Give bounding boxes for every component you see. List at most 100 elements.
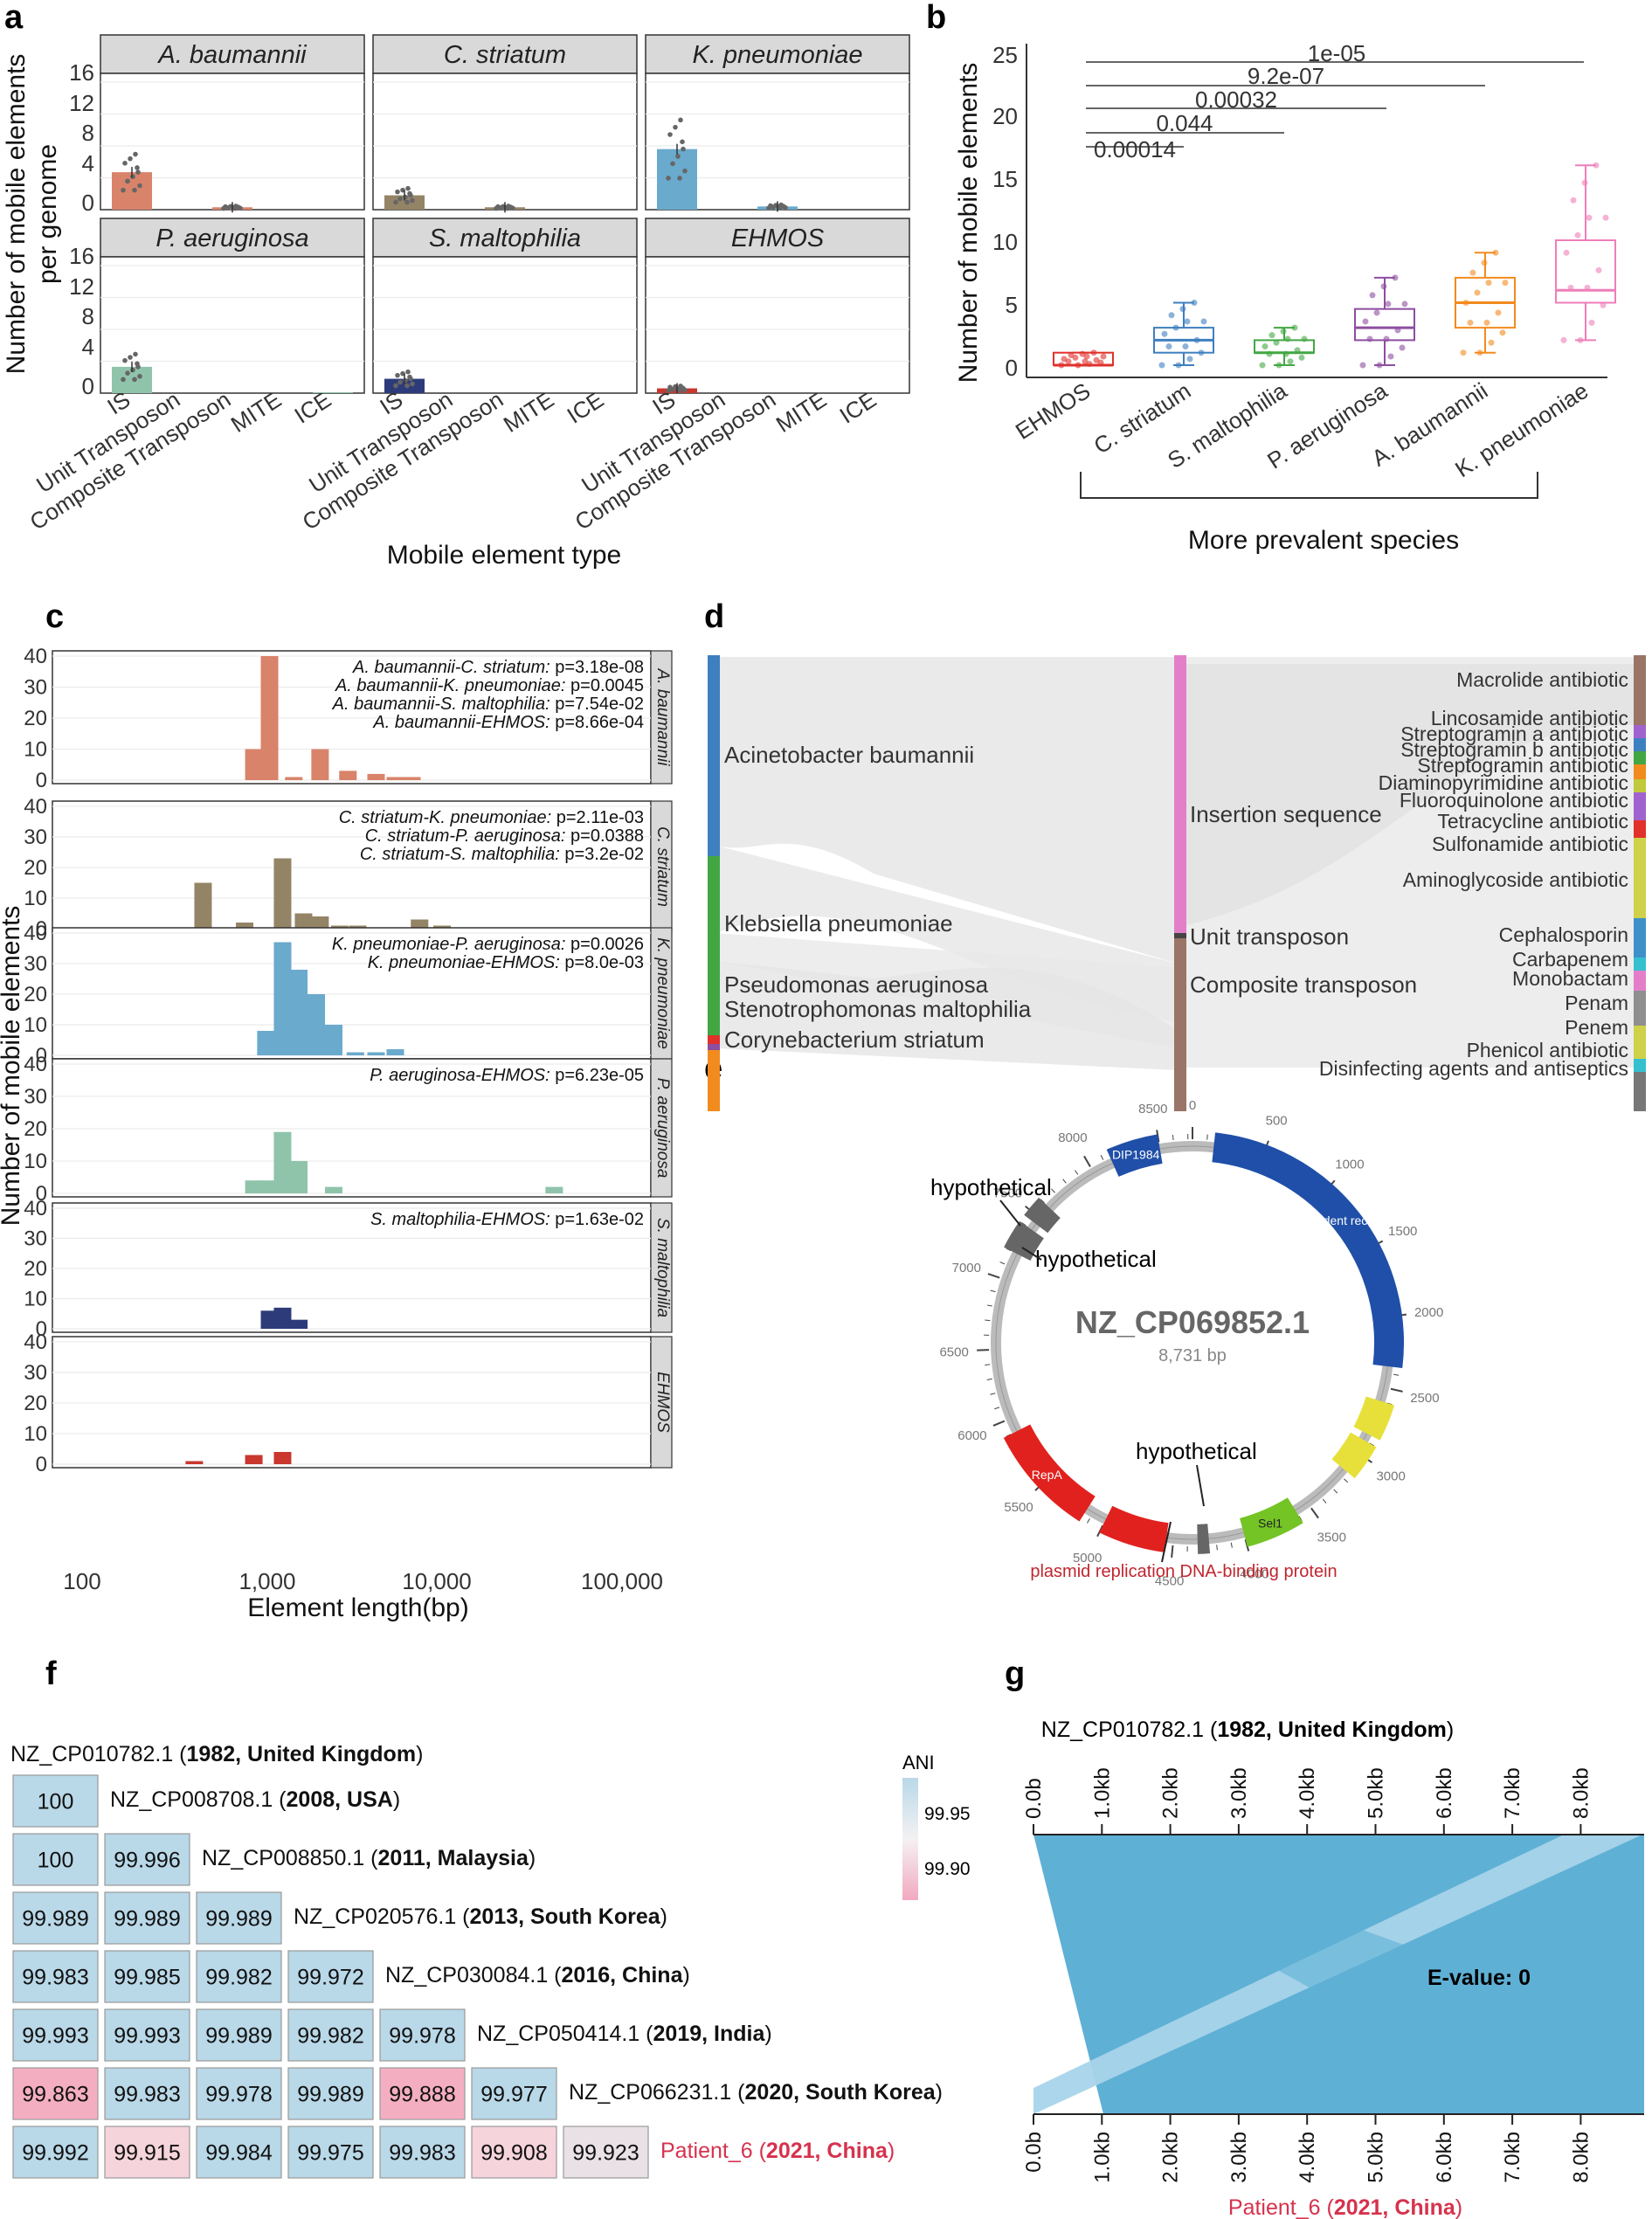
tick-mark: [1083, 1155, 1091, 1168]
sankey-node: [1634, 1072, 1646, 1111]
p-annotation-species: A. baumannii-EHMOS:: [372, 713, 550, 732]
heat-cell: [379, 2126, 466, 2179]
y-tick: 10: [24, 1013, 47, 1037]
p-annotation-value: p=1.63e-02: [550, 1210, 644, 1229]
sankey-node: [1634, 764, 1646, 779]
data-point: [677, 176, 682, 181]
hist-bar: [273, 858, 292, 929]
heat-cell: [287, 2067, 374, 2120]
p-annotation-species: P. aeruginosa-EHMOS:: [370, 1066, 550, 1085]
heat-cell: [287, 1950, 374, 2003]
hist-bar: [290, 970, 308, 1055]
data-point: [121, 377, 126, 383]
panel-label-d: d: [704, 598, 724, 635]
data-point: [1079, 350, 1086, 357]
facet-strip: [100, 34, 365, 74]
y-tick: 30: [24, 1227, 47, 1251]
tick-mark: [999, 1262, 1006, 1265]
y-tick: 20: [24, 856, 47, 880]
data-point: [1401, 301, 1408, 308]
hist-bar: [260, 656, 279, 780]
heat-value: 99.978: [389, 2024, 455, 2049]
data-point: [1392, 274, 1399, 281]
data-point: [1385, 301, 1392, 308]
data-point: [395, 372, 400, 378]
heat-cell: [12, 2126, 99, 2179]
facet-title: K. pneumoniae: [653, 937, 672, 1049]
panel-a: Number of mobile elements per genome Mob…: [2, 34, 910, 570]
data-point: [667, 384, 673, 391]
y-tick: 16: [69, 59, 94, 86]
facet-panel: [372, 73, 638, 211]
data-point: [778, 205, 783, 211]
panel-label-g: g: [1005, 1656, 1025, 1692]
data-point: [122, 161, 128, 166]
data-point: [405, 185, 411, 191]
y-tick: 20: [24, 1257, 47, 1281]
data-point: [1600, 301, 1607, 308]
heat-cell: [471, 2126, 557, 2179]
x-tick: 10,000: [402, 1568, 472, 1594]
data-point: [678, 117, 683, 123]
y-tick: 0: [36, 1453, 47, 1476]
gene-label: hypothetical: [1035, 1246, 1157, 1272]
data-point: [1100, 353, 1107, 360]
p-annotation-value: p=2.11e-03: [551, 808, 644, 827]
data-point: [682, 168, 688, 174]
p-annotation-value: p=7.54e-02: [550, 695, 644, 714]
data-point: [1586, 214, 1593, 221]
data-point: [1294, 347, 1301, 354]
data-point: [1179, 306, 1186, 313]
heat-cell: [104, 2067, 190, 2120]
data-point: [403, 194, 408, 200]
data-point: [1282, 350, 1289, 357]
data-point: [1581, 179, 1588, 186]
panel-d: Acinetobacter baumannii Klebsiella pneum…: [708, 655, 1646, 1111]
data-point: [1495, 309, 1502, 316]
facet-title: A. baumannii: [156, 41, 308, 69]
panel-g: NZ_CP010782.1 (1982, United Kingdom) E-v…: [1022, 1718, 1644, 2219]
tick-mark: [1051, 1188, 1055, 1193]
data-point: [130, 367, 135, 373]
hist-bar: [367, 773, 385, 780]
sankey-node: [1634, 779, 1646, 792]
p-annotation-species: K. pneumoniae-EHMOS:: [368, 953, 560, 972]
strain-close: ): [660, 1904, 667, 1929]
y-tick: 40: [24, 645, 47, 668]
sankey-node: [1634, 918, 1646, 957]
tick-label: 6500: [939, 1345, 968, 1359]
heat-value: 99.863: [22, 2083, 88, 2107]
y-tick: 4: [82, 334, 94, 360]
gene-arc: [1024, 1197, 1061, 1234]
facet-title: C. striatum: [444, 41, 566, 69]
sankey-node: [1634, 820, 1646, 838]
data-point: [393, 383, 398, 389]
data-point: [1595, 266, 1602, 273]
data-point: [1266, 350, 1273, 357]
data-point: [1485, 280, 1492, 287]
data-point: [1182, 343, 1189, 350]
gene-arc: [1353, 1396, 1395, 1441]
tick-mark: [1343, 1478, 1349, 1483]
tick-mark: [1096, 1524, 1104, 1538]
panel-a-ylabel-1: Number of mobile elements: [2, 54, 31, 375]
data-point: [128, 355, 133, 360]
drug-class-label: Streptogramin b antibiotic: [1400, 738, 1628, 761]
tick-label: 3500: [1317, 1531, 1346, 1545]
data-point: [680, 139, 685, 145]
data-point: [1369, 292, 1376, 299]
y-tick: 12: [69, 273, 94, 300]
p-annotation-value: p=0.0045: [565, 676, 644, 695]
hist-bar: [386, 1049, 404, 1055]
data-point: [1291, 324, 1298, 331]
tick-label: 8.0kb: [1569, 2132, 1593, 2183]
gene-name: TonB-dependent receptor ZnuD2: [1257, 1213, 1435, 1227]
p-annotation-value: p=0.0388: [565, 826, 644, 846]
data-point: [125, 178, 130, 184]
plasmid-name: NZ_CP069852.1: [1075, 1304, 1310, 1340]
tick-label: 6000: [957, 1428, 986, 1443]
tick-mark: [987, 1273, 1000, 1279]
y-tick: 30: [24, 1361, 47, 1385]
heat-cell: [12, 1950, 99, 2003]
tick-label: 1.0kb: [1090, 2132, 1114, 2183]
